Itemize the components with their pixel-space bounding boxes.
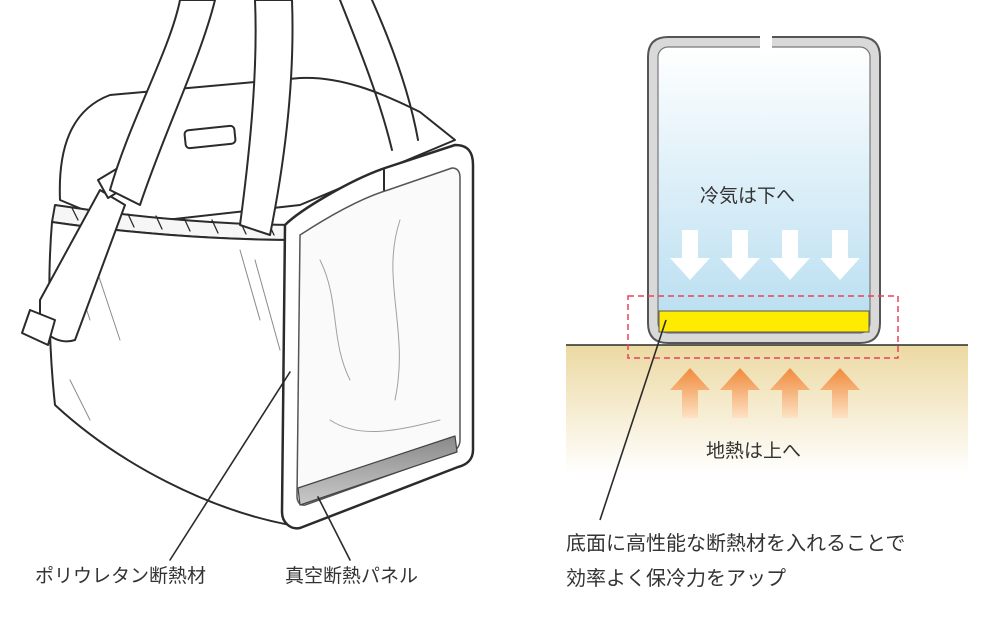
description-line-2: 効率よく保冷力をアップ	[566, 568, 786, 588]
cooler-bag-illustration	[22, 0, 473, 560]
label-cold-air-down: 冷気は下へ	[700, 187, 795, 206]
label-ground-heat-up: 地熱は上へ	[706, 442, 801, 461]
label-vacuum-insulation-panel: 真空断熱パネル	[285, 567, 418, 586]
bag-lid-handle	[184, 125, 236, 148]
label-polyurethane-insulation: ポリウレタン断熱材	[35, 567, 206, 586]
bottom-insulation	[659, 311, 869, 332]
description-line-1: 底面に高性能な断熱材を入れることで	[566, 533, 905, 553]
